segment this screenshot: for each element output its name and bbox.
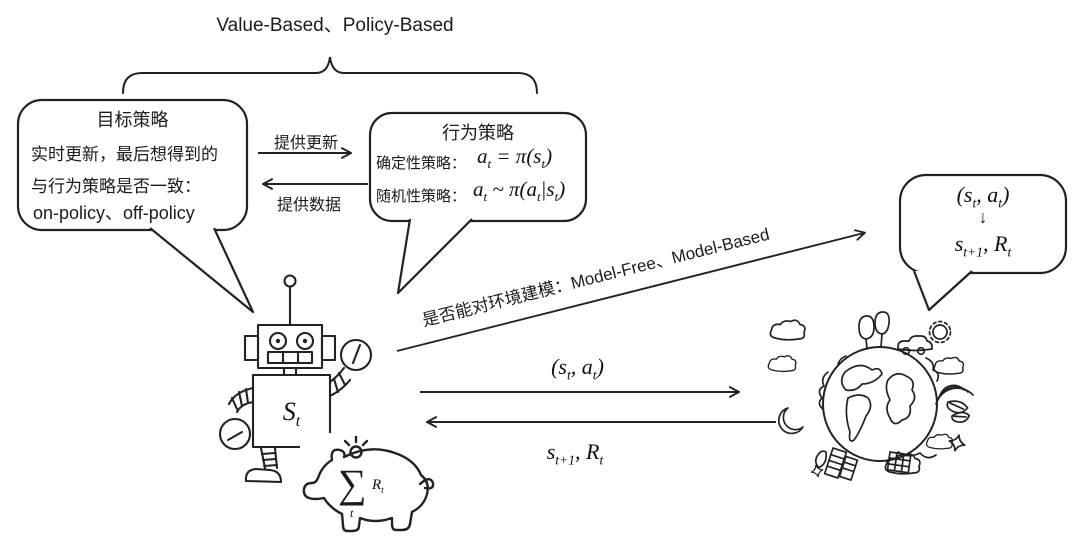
earth-illustration: [767, 311, 974, 481]
behavior-policy-bubble-shape: [368, 111, 588, 295]
target-policy-bubble-shape: [16, 98, 255, 314]
interaction-arrows: [420, 386, 776, 428]
policy-exchange-arrows: [258, 147, 368, 190]
robot-illustration: [218, 274, 373, 484]
model-axis-arrow: [396, 229, 866, 352]
piggy-bank-illustration: [300, 433, 448, 542]
environment-bubble-shape: [898, 173, 1068, 312]
taxonomy-brace: [122, 56, 538, 94]
